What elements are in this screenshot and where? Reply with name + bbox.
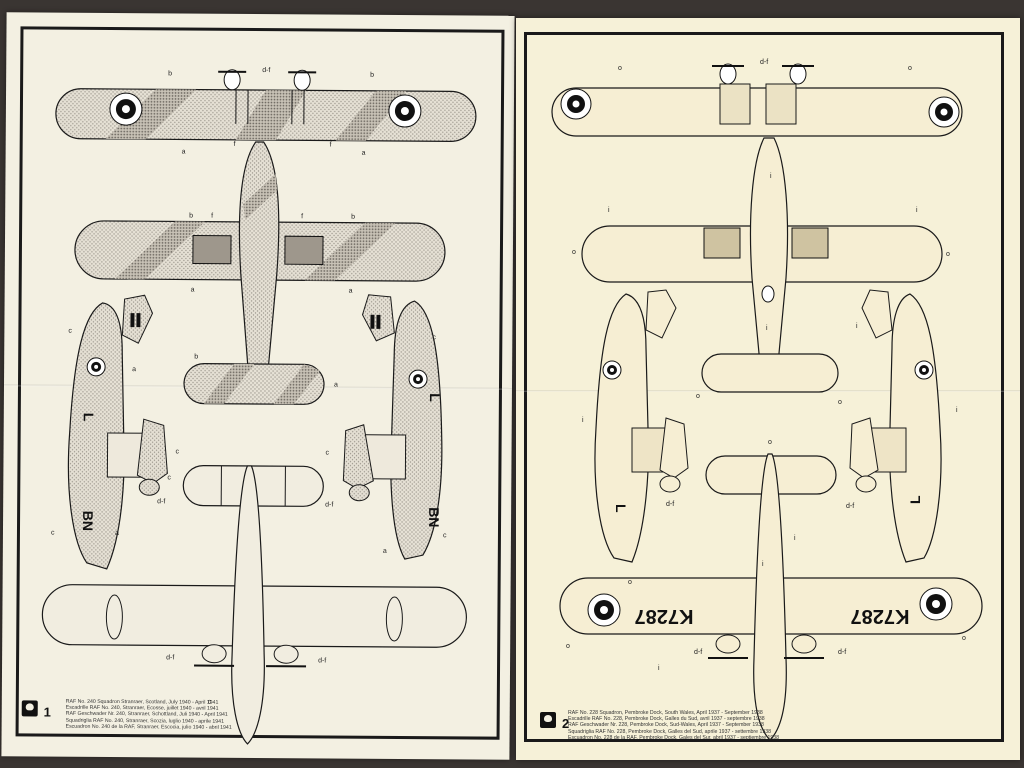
svg-text:a: a — [383, 548, 387, 555]
page-2-diagrams: L L K7287 — [551, 59, 983, 741]
aircraft-letter-left: L — [81, 413, 97, 422]
svg-text:f: f — [301, 213, 303, 220]
underside-view-p2 — [559, 453, 983, 741]
page-1-diagrams: L BN L BN — [41, 67, 477, 745]
svg-text:i: i — [582, 417, 584, 424]
svg-text:i: i — [608, 207, 610, 214]
serial-right-wing: K7287 — [851, 605, 910, 627]
starboard-side-profile — [342, 294, 443, 560]
svg-text:i: i — [762, 561, 764, 568]
svg-text:o: o — [696, 393, 700, 400]
svg-text:d-f: d-f — [262, 67, 270, 74]
svg-text:f: f — [211, 213, 213, 220]
svg-text:a: a — [334, 382, 338, 389]
svg-text:b: b — [351, 214, 355, 221]
svg-text:d-f: d-f — [157, 498, 165, 505]
page-1-marker-icon — [21, 700, 38, 717]
svg-text:f: f — [330, 141, 332, 148]
port-side-profile-p2 — [594, 289, 689, 563]
svg-text:d-f: d-f — [325, 501, 333, 508]
svg-text:c: c — [208, 699, 212, 706]
svg-text:c: c — [432, 334, 436, 341]
svg-text:a: a — [191, 287, 195, 294]
svg-text:o: o — [946, 251, 950, 258]
upper-wing-top-view-p2 — [551, 63, 963, 137]
underside-view — [41, 465, 467, 745]
svg-text:o: o — [908, 65, 912, 72]
page-2-number: 2 — [562, 716, 570, 731]
svg-text:o: o — [962, 635, 966, 642]
serial-left-wing: K7287 — [635, 605, 694, 627]
svg-text:i: i — [956, 407, 958, 414]
svg-text:o: o — [618, 65, 622, 72]
svg-text:c: c — [443, 532, 447, 539]
svg-text:d-f: d-f — [760, 59, 768, 66]
svg-text:i: i — [766, 325, 768, 332]
page-2-border — [524, 32, 1004, 742]
svg-text:c: c — [167, 474, 171, 481]
callout-labels-page-1: b b d-f a a f f b b f f a a c c a b a c … — [51, 67, 447, 706]
svg-text:c: c — [176, 448, 180, 455]
aircraft-letter-p2-right: L — [907, 495, 923, 504]
fuselage-and-lower-wing-top-view-p2 — [581, 137, 943, 393]
starboard-side-profile-p2 — [849, 289, 942, 563]
svg-text:a: a — [362, 150, 366, 157]
callout-labels-page-2: o o d-f i i o o i i i o o i i d-f d-f o … — [566, 59, 966, 672]
instruction-sheet-page-2: L L K7287 — [516, 18, 1020, 760]
svg-text:a: a — [132, 366, 136, 373]
svg-text:c: c — [68, 328, 72, 335]
svg-text:b: b — [370, 72, 374, 79]
svg-text:i: i — [770, 173, 772, 180]
svg-text:o: o — [628, 579, 632, 586]
svg-text:d-f: d-f — [166, 654, 174, 661]
page-1-number: 1 — [43, 704, 52, 720]
squadron-code-left: BN — [80, 511, 96, 531]
svg-text:o: o — [838, 399, 842, 406]
svg-text:d-f: d-f — [666, 501, 674, 508]
fuselage-and-lower-wing-top-view — [74, 141, 446, 405]
page-1-caption: RAF No. 240 Squadron Stranraer, Scotland… — [65, 698, 232, 731]
svg-text:b: b — [189, 213, 193, 220]
svg-text:o: o — [572, 249, 576, 256]
svg-text:a: a — [182, 148, 186, 155]
page-2-marker-icon — [540, 712, 556, 728]
aircraft-letter-p2-left: L — [613, 504, 629, 513]
svg-text:d-f: d-f — [694, 649, 702, 656]
svg-text:i: i — [658, 665, 660, 672]
svg-text:f: f — [234, 141, 236, 148]
svg-text:c: c — [326, 449, 330, 456]
svg-text:b: b — [194, 354, 198, 361]
svg-text:i: i — [916, 207, 918, 214]
svg-text:i: i — [794, 535, 796, 542]
svg-text:c: c — [51, 530, 55, 537]
svg-text:i: i — [856, 323, 858, 330]
svg-text:o: o — [768, 439, 772, 446]
instruction-sheet-page-1: L BN L BN — [1, 12, 515, 760]
svg-text:a: a — [115, 530, 119, 537]
port-side-profile — [67, 294, 168, 570]
page-2-caption: RAF No. 228 Squadron, Pembroke Dock, Sou… — [568, 710, 780, 741]
svg-text:d-f: d-f — [846, 503, 854, 510]
svg-text:o: o — [566, 643, 570, 650]
aircraft-letter-right: L — [427, 393, 443, 402]
upper-wing-top-view — [55, 69, 477, 142]
svg-text:d-f: d-f — [318, 657, 326, 664]
squadron-code-right: BN — [426, 507, 442, 527]
svg-text:a: a — [349, 288, 353, 295]
svg-text:b: b — [168, 70, 172, 77]
svg-text:d-f: d-f — [838, 649, 846, 656]
